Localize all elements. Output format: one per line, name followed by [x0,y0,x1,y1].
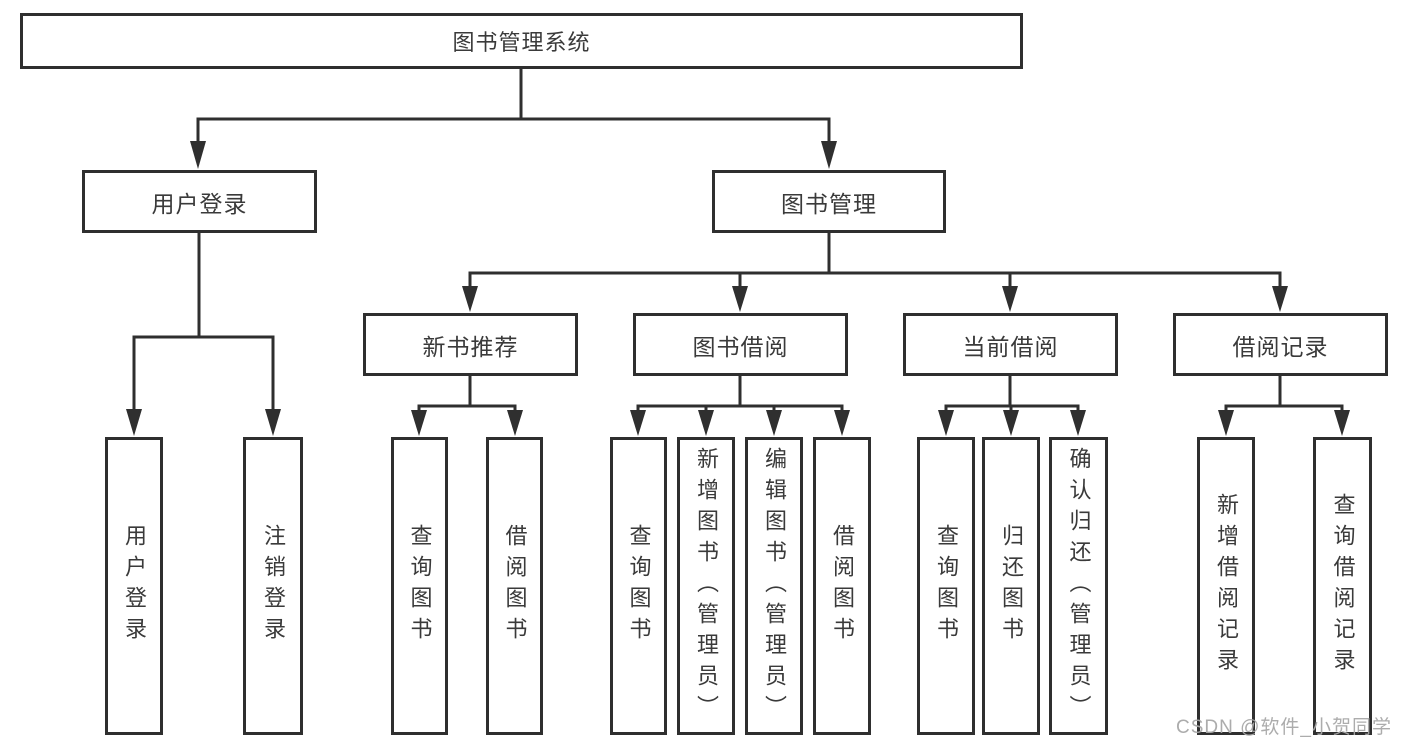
arrow-bookmgmt [821,141,837,169]
edge-level1-rail [196,117,831,145]
leaf-query-books-borrow-label: 查询图书 [626,524,652,648]
arrow-nb-query [411,410,427,436]
leaf-confirm-return-admin: 确认归还（管理员） [1049,437,1108,735]
node-book-management-label: 图书管理 [781,190,877,217]
leaf-edit-books-admin-label: 编辑图书（管理员） [762,446,787,726]
leaf-query-books-borrow: 查询图书 [610,437,667,735]
leaf-borrow-books-label: 借阅图书 [830,524,855,648]
leaf-add-books-admin-label: 新增图书（管理员） [694,446,719,726]
node-new-book-recommend: 新书推荐 [363,313,578,376]
node-current-borrow-label: 当前借阅 [962,333,1059,360]
node-new-book-recommend-label: 新书推荐 [422,333,519,360]
csdn-watermark: CSDN @软件_小贺同学 [1176,717,1392,738]
arrow-borrowrecords [1272,286,1288,312]
edge-borrow-rail [636,404,844,413]
arrow-userlogin [190,141,206,169]
arrow-bb-borrow [834,410,850,436]
leaf-user-login: 用户登录 [105,437,163,735]
arrow-cb-return [1003,410,1019,436]
arrow-cb-query [938,410,954,436]
arrowheads [126,141,1350,436]
node-book-borrow-label: 图书借阅 [692,333,789,360]
leaf-logout-login: 注销登录 [243,437,303,735]
leaf-user-login-label: 用户登录 [122,524,147,648]
leaf-add-borrow-record: 新增借阅记录 [1197,437,1255,735]
leaf-query-books-recommend: 查询图书 [391,437,448,735]
arrow-newbook [462,286,478,312]
node-root-system: 图书管理系统 [20,13,1023,69]
edge-records-rail [1224,404,1344,413]
node-user-login-label: 用户登录 [151,190,248,217]
edge-userlogin-rail [132,335,275,412]
node-current-borrow: 当前借阅 [903,313,1118,376]
leaf-query-borrow-record-label: 查询借阅记录 [1330,493,1356,679]
leaf-logout-login-label: 注销登录 [261,524,286,648]
node-user-login-module: 用户登录 [82,170,317,233]
leaf-borrow-books-recommend-label: 借阅图书 [502,524,528,648]
node-borrow-records: 借阅记录 [1173,313,1388,376]
arrow-currentborrow [1002,286,1018,312]
leaf-confirm-return-admin-label: 确认归还（管理员） [1066,446,1092,726]
arrow-bb-query [630,410,646,436]
arrow-leaf-userlogin [126,409,142,436]
arrow-bookborrow [732,286,748,312]
leaf-edit-books-admin: 编辑图书（管理员） [745,437,803,735]
arrow-br-query [1334,410,1350,436]
arrow-leaf-logout [265,409,281,436]
edge-newbook-rail [417,404,517,413]
leaf-query-books-recommend-label: 查询图书 [407,524,433,648]
arrow-cb-confirm [1070,410,1086,436]
node-root-label: 图书管理系统 [452,30,591,55]
node-borrow-records-label: 借阅记录 [1232,333,1329,360]
leaf-borrow-books-recommend: 借阅图书 [486,437,543,735]
arrow-bb-edit [766,410,782,436]
leaf-query-books-current: 查询图书 [917,437,975,735]
arrow-nb-borrow [507,410,523,436]
edge-level3-rail [468,271,1282,289]
leaf-add-books-admin: 新增图书（管理员） [677,437,735,735]
leaf-return-books: 归还图书 [982,437,1040,735]
leaf-return-books-label: 归还图书 [999,524,1024,648]
arrow-br-add [1218,410,1234,436]
arrow-bb-add [698,410,714,436]
leaf-query-borrow-record: 查询借阅记录 [1313,437,1372,735]
leaf-query-books-current-label: 查询图书 [934,524,959,648]
node-book-borrow: 图书借阅 [633,313,848,376]
leaf-borrow-books: 借阅图书 [813,437,871,735]
leaf-add-borrow-record-label: 新增借阅记录 [1214,493,1239,679]
node-book-management-module: 图书管理 [712,170,946,233]
